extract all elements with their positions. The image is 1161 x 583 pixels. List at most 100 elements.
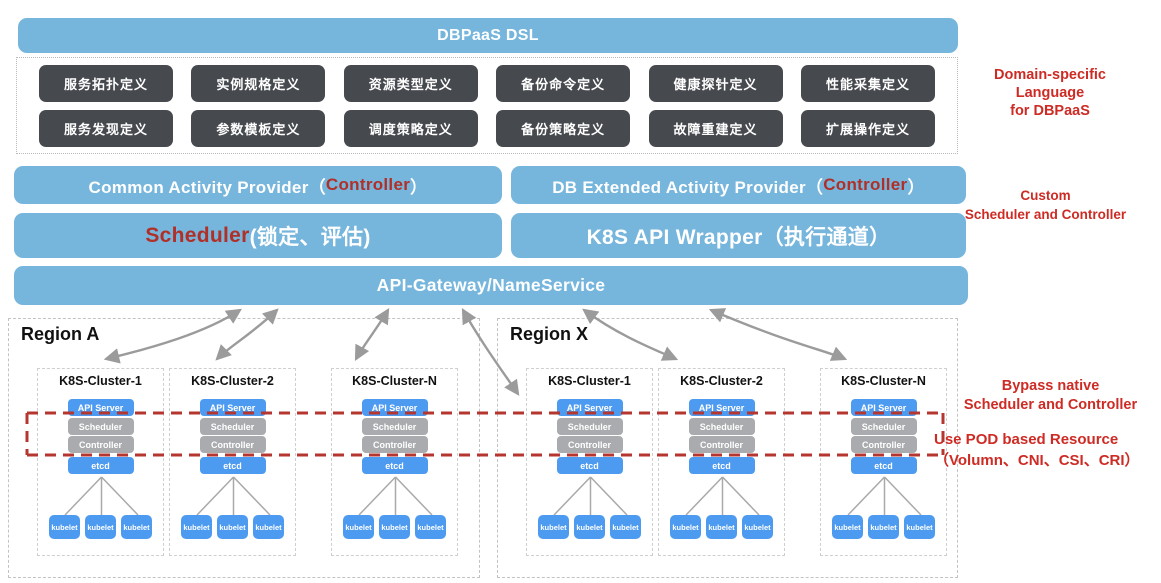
controller-node: Controller xyxy=(556,436,623,453)
etcd-node: etcd xyxy=(67,457,134,474)
cluster-title: K8S-Cluster-1 xyxy=(59,374,142,388)
dsl-definition-box: 实例规格定义 xyxy=(191,64,326,102)
region-a-title: Region A xyxy=(21,324,100,344)
common-provider-label: Common Activity Provider（ xyxy=(88,177,326,197)
etcd-node: etcd xyxy=(199,457,266,474)
kubelet-node: kubelet xyxy=(868,515,899,539)
kubelet-node: kubelet xyxy=(181,515,212,539)
dsl-definition-box: 性能采集定义 xyxy=(800,64,935,102)
common-activity-provider-bar: Common Activity Provider（Controller） xyxy=(14,166,502,204)
kubelet-node: kubelet xyxy=(742,515,773,539)
dsl-definition-box: 备份策略定义 xyxy=(496,109,631,147)
kubelet-node: kubelet xyxy=(85,515,116,539)
scheduler-node: Scheduler xyxy=(556,418,623,435)
etcd-node: etcd xyxy=(361,457,428,474)
dsl-definition-box: 参数模板定义 xyxy=(191,109,326,147)
controller-node: Controller xyxy=(361,436,428,453)
common-provider-label-close: ） xyxy=(410,177,428,197)
controller-node: Controller xyxy=(850,436,917,453)
db-extended-activity-provider-bar: DB Extended Activity Provider（Controller… xyxy=(511,166,966,204)
dsl-definition-box: 服务发现定义 xyxy=(39,109,173,147)
k8s-cluster: K8S-Cluster-2 API Server Scheduler Contr… xyxy=(169,368,296,556)
kubelet-node: kubelet xyxy=(832,515,863,539)
common-provider-controller-label: Controller xyxy=(325,175,411,194)
scheduler-node: Scheduler xyxy=(67,418,134,435)
region-x: Region X K8S-Cluster-1 API Server Schedu… xyxy=(497,318,958,578)
scheduler-bar: Scheduler(锁定、评估) xyxy=(14,213,502,258)
api-server-node: API Server xyxy=(361,399,428,416)
kubelet-node: kubelet xyxy=(610,515,641,539)
annotation-bypass-native: Bypass native Scheduler and Controller xyxy=(948,377,1153,415)
dsl-definitions-panel: 服务拓扑定义实例规格定义资源类型定义备份命令定义健康探针定义性能采集定义 服务发… xyxy=(16,57,958,154)
annotation-line: Scheduler and Controller xyxy=(963,397,1138,413)
annotation-line: Custom xyxy=(1020,188,1071,203)
kubelet-node: kubelet xyxy=(343,515,374,539)
api-gateway-label: API-Gateway/NameService xyxy=(376,275,606,295)
etcd-node: etcd xyxy=(850,457,917,474)
annotation-line: for DBPaaS xyxy=(1010,103,1090,119)
controller-node: Controller xyxy=(688,436,755,453)
annotation-line: （Volumn、CNI、CSI、CRI） xyxy=(934,452,1140,469)
etcd-kubelet-links xyxy=(685,476,760,516)
kubelet-node: kubelet xyxy=(379,515,410,539)
annotation-line: Domain-specific xyxy=(994,67,1106,83)
scheduler-label-suffix: (锁定、评估) xyxy=(249,225,371,249)
db-extended-label-close: ） xyxy=(907,177,925,197)
cluster-title: K8S-Cluster-2 xyxy=(680,374,763,388)
kubelet-node: kubelet xyxy=(574,515,605,539)
etcd-kubelet-links xyxy=(847,476,922,516)
dsl-definition-box: 资源类型定义 xyxy=(343,64,478,102)
annotation-custom-scheduler-controller: Custom Scheduler and Controller xyxy=(953,186,1138,224)
k8s-api-wrapper-label: K8S API Wrapper（执行通道） xyxy=(586,225,891,249)
kubelet-node: kubelet xyxy=(253,515,284,539)
api-server-node: API Server xyxy=(67,399,134,416)
db-extended-provider-label: DB Extended Activity Provider（ xyxy=(552,177,824,197)
kubelet-node: kubelet xyxy=(904,515,935,539)
scheduler-node: Scheduler xyxy=(850,418,917,435)
definitions-row-2: 服务发现定义参数模板定义调度策略定义备份策略定义故障重建定义扩展操作定义 xyxy=(39,109,935,147)
controller-node: Controller xyxy=(199,436,266,453)
scheduler-node: Scheduler xyxy=(688,418,755,435)
dbpaas-dsl-bar: DBPaaS DSL xyxy=(18,18,958,53)
kubelet-node: kubelet xyxy=(49,515,80,539)
cluster-title: K8S-Cluster-1 xyxy=(548,374,631,388)
annotation-domain-specific-language: Domain-specific Language for DBPaaS xyxy=(950,66,1150,120)
kubelet-node: kubelet xyxy=(217,515,248,539)
etcd-node: etcd xyxy=(556,457,623,474)
scheduler-node: Scheduler xyxy=(361,418,428,435)
dsl-definition-box: 故障重建定义 xyxy=(648,109,783,147)
api-server-node: API Server xyxy=(199,399,266,416)
k8s-api-wrapper-bar: K8S API Wrapper（执行通道） xyxy=(511,213,966,258)
scheduler-node: Scheduler xyxy=(199,418,266,435)
cluster-title: K8S-Cluster-2 xyxy=(191,374,274,388)
kubelet-node: kubelet xyxy=(538,515,569,539)
annotation-line: Language xyxy=(1015,85,1085,101)
etcd-kubelet-links xyxy=(553,476,628,516)
controller-node: Controller xyxy=(67,436,134,453)
etcd-kubelet-links xyxy=(358,476,433,516)
k8s-cluster: K8S-Cluster-2 API Server Scheduler Contr… xyxy=(658,368,785,556)
api-server-node: API Server xyxy=(850,399,917,416)
definitions-row-1: 服务拓扑定义实例规格定义资源类型定义备份命令定义健康探针定义性能采集定义 xyxy=(39,64,935,102)
dsl-definition-box: 调度策略定义 xyxy=(343,109,478,147)
cluster-title: K8S-Cluster-N xyxy=(841,374,926,388)
etcd-node: etcd xyxy=(688,457,755,474)
api-server-node: API Server xyxy=(556,399,623,416)
kubelet-node: kubelet xyxy=(121,515,152,539)
annotation-line: Use POD based Resource xyxy=(934,431,1119,448)
cluster-title: K8S-Cluster-N xyxy=(352,374,437,388)
region-x-title: Region X xyxy=(510,324,589,344)
api-server-node: API Server xyxy=(688,399,755,416)
dbpaas-dsl-label: DBPaaS DSL xyxy=(437,26,539,44)
etcd-kubelet-links xyxy=(196,476,271,516)
k8s-cluster: K8S-Cluster-1 API Server Scheduler Contr… xyxy=(37,368,164,556)
annotation-line: Scheduler and Controller xyxy=(964,207,1127,222)
etcd-kubelet-links xyxy=(64,476,139,516)
kubelet-node: kubelet xyxy=(415,515,446,539)
